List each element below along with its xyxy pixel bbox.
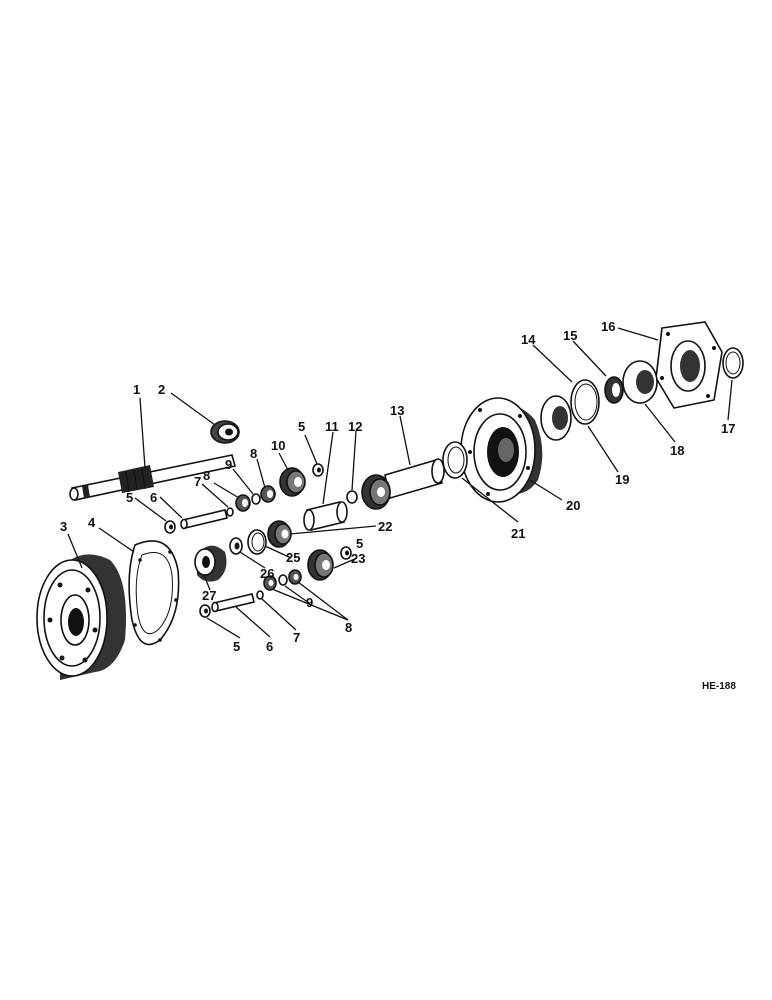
part-4-gasket: [128, 540, 180, 646]
callout-5a: 5: [126, 490, 133, 505]
callout-20: 20: [566, 498, 580, 513]
callout-4: 4: [88, 515, 96, 530]
part-6-pins: [180, 509, 255, 613]
callout-5d: 5: [233, 639, 240, 654]
part-26-washer: [229, 537, 243, 555]
part-13-gear-shaft: [361, 458, 445, 510]
callout-5b: 5: [298, 419, 305, 434]
part-17-snap-ring: [722, 347, 744, 379]
callout-labels: 1 2 3 4 5 6 7 8 9 8 10 5 11 12 13 14 15 …: [60, 319, 735, 654]
part-21-seal-ring: [442, 441, 468, 479]
callout-14: 14: [521, 332, 536, 347]
callout-5c: 5: [356, 536, 363, 551]
callout-16: 16: [601, 319, 615, 334]
callout-19: 19: [615, 472, 629, 487]
part-12-ring: [346, 490, 358, 504]
part-9-spacers: [251, 493, 288, 586]
part-1-shaft: [69, 454, 236, 501]
part-15-bushing: [604, 376, 624, 404]
part-16-flange-plate: [655, 321, 723, 409]
leader-lines: [67, 327, 733, 639]
callout-27: 27: [202, 588, 216, 603]
callout-2: 2: [158, 382, 165, 397]
part-11-sleeve: [303, 501, 348, 531]
callout-3: 3: [60, 519, 67, 534]
callout-17: 17: [721, 421, 735, 436]
callout-9a: 9: [225, 457, 232, 472]
callout-13: 13: [390, 403, 404, 418]
part-25-ring: [247, 529, 267, 555]
part-27-carrier: [194, 545, 227, 582]
callout-6a: 6: [150, 490, 157, 505]
callout-9b: 9: [306, 595, 313, 610]
callout-15: 15: [563, 328, 577, 343]
callout-7b: 7: [293, 630, 300, 645]
callout-12: 12: [348, 419, 362, 434]
part-2-bearing: [210, 420, 240, 444]
part-3-drum-housing: [36, 554, 126, 680]
callout-23: 23: [351, 551, 365, 566]
part-5-washers: [164, 463, 352, 618]
callout-25: 25: [286, 550, 300, 565]
part-23-gear: [307, 549, 334, 581]
callout-8b: 8: [250, 446, 257, 461]
part-22-gear: [267, 520, 292, 548]
callout-21: 21: [511, 526, 525, 541]
callout-26: 26: [260, 566, 274, 581]
part-14-bearing-ring: [570, 379, 600, 425]
part-10-gear: [279, 467, 306, 497]
callout-18: 18: [670, 443, 684, 458]
callout-7a: 7: [194, 474, 201, 489]
part-7-rings: [226, 507, 264, 600]
part-8-bushings: [235, 485, 302, 591]
figure-reference-code: HE-188: [702, 681, 736, 692]
part-20-flanged-housing: [460, 397, 543, 503]
callout-8a: 8: [203, 468, 210, 483]
callout-8c: 8: [345, 620, 352, 635]
callout-1: 1: [133, 382, 140, 397]
part-19-bearing: [540, 395, 572, 441]
callout-10: 10: [271, 438, 285, 453]
callout-11: 11: [325, 419, 339, 434]
callout-6b: 6: [266, 639, 273, 654]
callout-22: 22: [378, 519, 392, 534]
part-18-bearing: [622, 360, 658, 404]
